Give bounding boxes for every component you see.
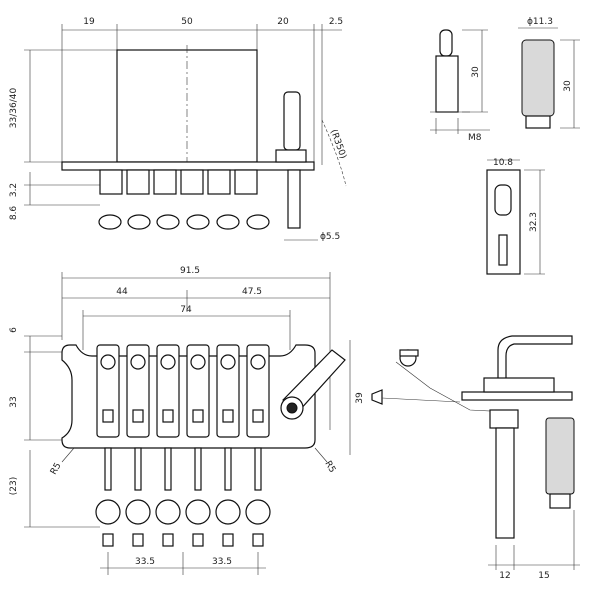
nut-block-height: 32.3 (529, 212, 539, 232)
nut-block-width: 10.8 (493, 158, 513, 168)
saddles-top (96, 344, 270, 438)
tuner-screws-top (95, 447, 271, 547)
side-baseplate (461, 391, 573, 401)
side-post (495, 427, 515, 539)
fine-tuner-view: ϕ11.3 30 (518, 17, 580, 129)
dim-20: 20 (277, 17, 289, 27)
top-bottom-dim-left: 33.5 (135, 557, 155, 567)
top-width-right: 47.5 (242, 287, 262, 297)
front-view: 19 50 20 2.5 33/36/40 3.2 8.6 (9, 17, 348, 242)
top-view: 91.5 44 47.5 74 6 33 (23) 39 R5 R5 (9, 266, 365, 575)
lock-nut-height: 30 (471, 66, 481, 78)
top-width-total: 91.5 (180, 266, 200, 276)
side-dim-12: 12 (499, 571, 510, 581)
dim-19: 19 (83, 17, 95, 27)
side-view: 12 15 (371, 335, 580, 581)
dim-50: 50 (181, 17, 193, 27)
nut-block-view: 10.8 32.3 (486, 158, 545, 275)
top-dim-33: 33 (9, 396, 19, 407)
dim-33-36-40: 33/36/40 (9, 88, 19, 129)
radius-right: R5 (322, 459, 337, 474)
top-bottom-dim-right: 33.5 (212, 557, 232, 567)
fine-tuner-height: 30 (563, 80, 573, 92)
side-block (489, 409, 519, 429)
top-dim-6: 6 (9, 327, 19, 333)
arm-socket (283, 91, 301, 151)
arm-nut (275, 149, 307, 163)
lock-nut-view: 30 M8 (430, 29, 490, 143)
radius-left: R5 (49, 461, 64, 476)
lock-nut-thread: M8 (468, 133, 482, 143)
fine-tuner-diameter: ϕ11.3 (527, 17, 553, 27)
radius-350: (R350) (328, 128, 348, 160)
top-width-left: 44 (116, 287, 128, 297)
side-dim-15: 15 (538, 571, 549, 581)
saddles-front (99, 169, 258, 195)
stud-post (287, 169, 301, 229)
dim-8-6: 8.6 (9, 206, 19, 221)
top-width-inner: 74 (180, 305, 192, 315)
dim-post-diameter: ϕ5.5 (320, 232, 340, 242)
dim-2-5: 2.5 (329, 17, 343, 27)
side-fine-tuner (545, 417, 575, 495)
dim-3-2: 3.2 (9, 183, 19, 197)
top-dim-23: (23) (9, 477, 19, 495)
top-dim-39: 39 (355, 392, 365, 404)
fine-tuner-knobs-front (98, 214, 270, 230)
baseplate (61, 161, 315, 171)
